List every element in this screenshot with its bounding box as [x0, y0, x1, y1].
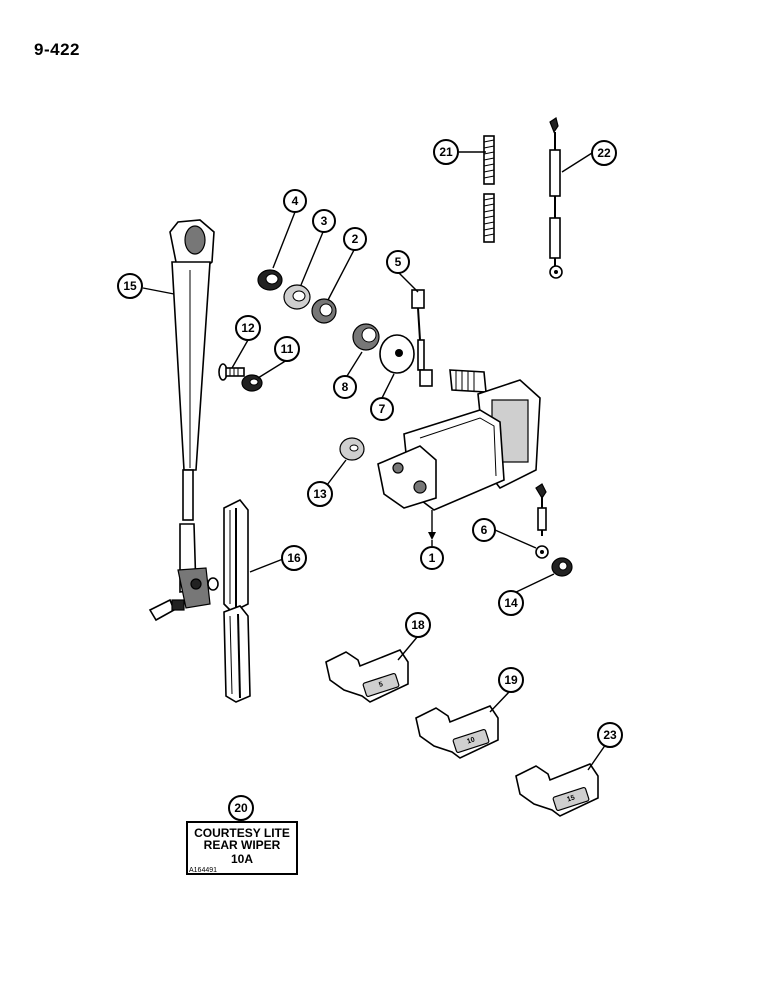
callout-23: 23	[597, 722, 623, 748]
fuse-decal-label: COURTESY LITE REAR WIPER 10A A164491	[186, 821, 298, 875]
motor-nut-part	[551, 557, 573, 577]
threaded-stud-part	[483, 135, 495, 243]
svg-text:15: 15	[123, 279, 137, 293]
fuse-5a-part: 5	[325, 649, 409, 703]
svg-text:19: 19	[504, 673, 518, 687]
callout-14: 14	[498, 590, 524, 616]
small-nut-part	[241, 374, 263, 392]
page-number: 9-422	[34, 40, 80, 59]
callout-12: 12	[235, 315, 261, 341]
callout-22: 22	[591, 140, 617, 166]
svg-text:7: 7	[379, 402, 386, 416]
fuse-10a-part: 10	[415, 705, 499, 759]
svg-text:1: 1	[429, 551, 436, 565]
svg-text:2: 2	[352, 232, 359, 246]
screw-part	[218, 363, 245, 381]
wire-lead-part	[549, 117, 563, 279]
callout-3: 3	[312, 209, 336, 233]
callout-5: 5	[386, 250, 410, 274]
callout-6: 6	[472, 518, 496, 542]
fuse-15a-part: 15	[515, 763, 599, 817]
motor-washer-part	[339, 437, 365, 461]
decal-line-rear-wiper: REAR WIPER	[203, 838, 281, 852]
nut-part	[257, 269, 283, 291]
svg-text:20: 20	[234, 801, 248, 815]
svg-text:13: 13	[313, 487, 327, 501]
fuse-5a-rating: 5	[378, 681, 384, 689]
svg-text:14: 14	[504, 596, 518, 610]
callout-15: 15	[117, 273, 143, 299]
bushing-part	[352, 323, 380, 351]
callout-2: 2	[343, 227, 367, 251]
wiper-blade-part	[223, 498, 251, 703]
svg-text:18: 18	[411, 618, 425, 632]
washer-part	[283, 284, 311, 310]
svg-text:21: 21	[439, 145, 453, 159]
decal-part-code: A164491	[189, 867, 218, 874]
ground-lead-part	[535, 483, 549, 559]
svg-text:23: 23	[603, 728, 617, 742]
callout-21: 21	[433, 139, 459, 165]
fuse-10a-rating: 10	[466, 736, 476, 745]
svg-text:3: 3	[321, 214, 328, 228]
svg-text:12: 12	[241, 321, 255, 335]
svg-text:6: 6	[481, 523, 488, 537]
svg-text:4: 4	[292, 194, 299, 208]
decal-line-amperage: 10A	[230, 852, 253, 866]
wiper-motor-part	[377, 369, 541, 540]
wiper-arm-part	[148, 219, 219, 622]
decal-line-courtesy-lite: COURTESY LITE	[194, 826, 290, 840]
callout-8: 8	[333, 375, 357, 399]
callout-1: 1	[420, 546, 444, 570]
svg-text:5: 5	[395, 255, 402, 269]
svg-text:16: 16	[287, 551, 301, 565]
svg-text:22: 22	[597, 146, 611, 160]
large-washer-part	[379, 334, 415, 374]
callout-16: 16	[281, 545, 307, 571]
svg-text:8: 8	[342, 380, 349, 394]
callout-7: 7	[370, 397, 394, 421]
callout-13: 13	[307, 481, 333, 507]
callout-18: 18	[405, 612, 431, 638]
callout-4: 4	[283, 189, 307, 213]
callout-11: 11	[274, 336, 300, 362]
connector-lead-part	[411, 289, 433, 387]
fuse-15a-rating: 15	[566, 794, 576, 803]
callout-19: 19	[498, 667, 524, 693]
svg-text:11: 11	[281, 342, 294, 356]
seal-part	[311, 298, 337, 324]
callout-20: 20	[228, 795, 254, 821]
